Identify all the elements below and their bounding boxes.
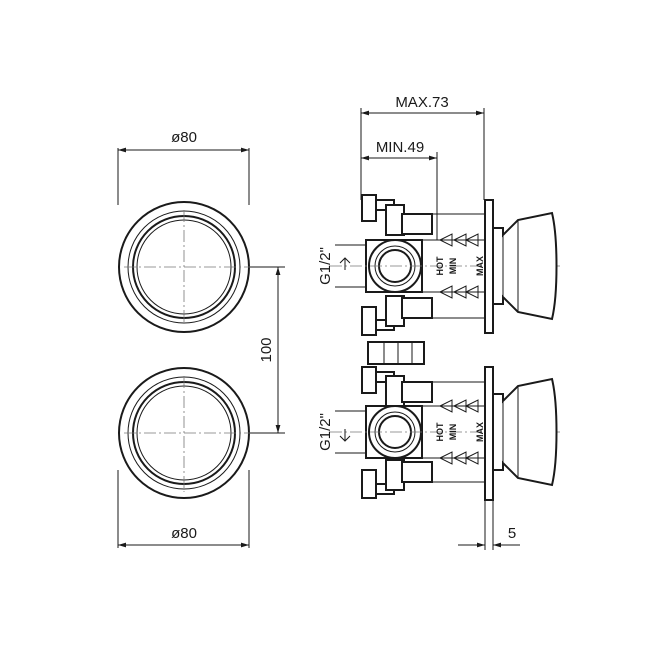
middle-connector (367, 341, 425, 365)
top-min-label: MIN (448, 258, 458, 275)
plate-thickness-label: 5 (508, 525, 516, 542)
bottom-flow-arrow (339, 429, 351, 442)
center-distance-label: 100 (258, 337, 275, 362)
top-upper-triangles (438, 233, 479, 247)
top-flow-arrow (339, 257, 351, 270)
top-max-label: MAX (475, 256, 485, 276)
bottom-max-label: MAX (475, 422, 485, 442)
bottom-thread-label: G1/2" (317, 413, 334, 451)
front-view: ø80 100 ø80 (117, 129, 285, 548)
side-view: MAX.73 MIN.49 (317, 94, 560, 550)
max-depth-label: MAX.73 (395, 94, 448, 111)
bottom-valve-side: HOT MIN MAX (330, 366, 560, 501)
bottom-upper-triangles (438, 399, 479, 413)
top-knob-side (492, 211, 558, 321)
top-lower-triangles (438, 285, 479, 299)
bottom-min-label: MIN (448, 424, 458, 441)
bottom-lower-triangles (438, 451, 479, 465)
bottom-knob-side (492, 377, 558, 487)
top-hot-label: HOT (435, 256, 445, 276)
top-valve-side: HOT MIN MAX (330, 194, 560, 336)
top-thread-label: G1/2" (317, 247, 334, 285)
top-diameter-label: ø80 (171, 129, 197, 146)
top-knob-front (118, 201, 270, 333)
bottom-knob-front (118, 367, 270, 499)
bottom-hot-label: HOT (435, 422, 445, 442)
min-depth-label: MIN.49 (376, 139, 424, 156)
bottom-diameter-label: ø80 (171, 525, 197, 542)
